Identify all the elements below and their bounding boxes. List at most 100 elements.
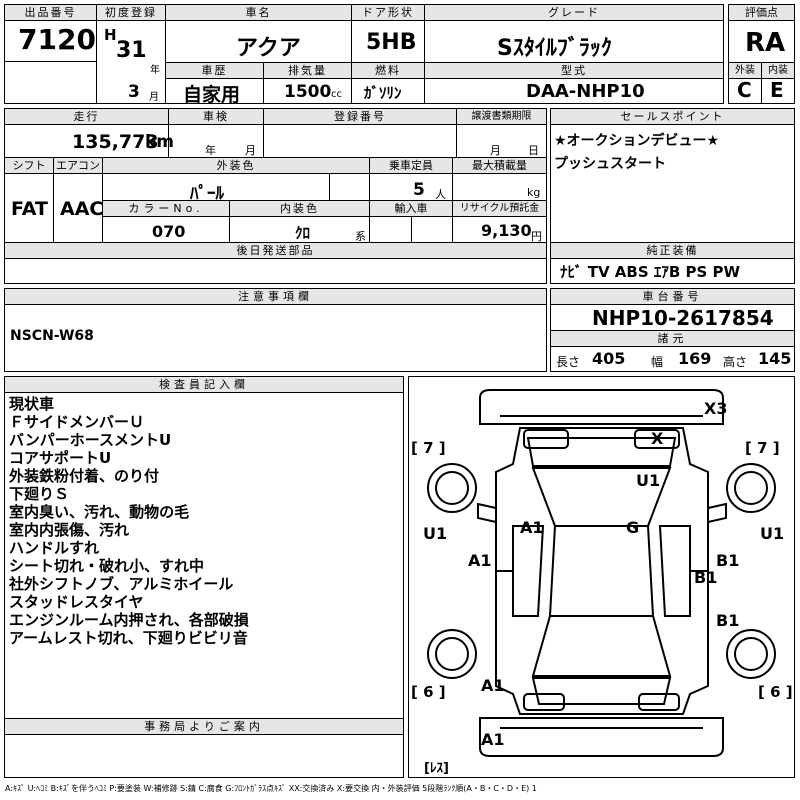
deadline-day-unit: 日: [528, 144, 539, 157]
dims-length-label: 長さ: [556, 355, 581, 369]
office-header: 事務局よりご案内: [5, 719, 403, 735]
diagram-mark-x: X: [651, 429, 664, 448]
deadline-month-unit: 月: [490, 144, 501, 157]
displacement-value: 1500: [284, 82, 332, 102]
capacity-unit: 人: [435, 188, 446, 201]
chassis-no-value: NHP10-2617854: [592, 306, 774, 330]
sales-point-box: [550, 108, 795, 284]
shift-header: シフト: [5, 158, 53, 174]
int-color-value: ｸﾛ: [295, 224, 311, 242]
inspection-year-unit: 年: [205, 144, 216, 157]
capacity-value: 5: [413, 180, 425, 200]
later-parts-header: 後日発送部品: [5, 243, 546, 259]
exterior-header: 外装: [729, 63, 761, 79]
lot-number: 7120: [18, 23, 96, 56]
grade-header: グレード: [425, 5, 723, 21]
sales-point-2: プッシュスタート: [554, 156, 666, 172]
diagram-mark-b1-right-top: B1: [716, 551, 740, 570]
car-name: アクア: [236, 36, 301, 61]
inspection-header: 車検: [169, 109, 263, 125]
diagram-mark-a1-left: A1: [468, 551, 492, 570]
note-line: 社外シフトノブ、アルミホイール: [9, 575, 234, 593]
score-box: [728, 4, 795, 104]
model-header: 型式: [425, 63, 723, 79]
int-color-unit: 系: [355, 230, 366, 243]
history-value: 自家用: [183, 84, 241, 106]
reg-no-header: 登録番号: [264, 109, 456, 125]
aircon-header: エアコン: [54, 158, 102, 174]
int-color-header: 内装色: [230, 201, 369, 217]
diagram-mark-a1-center: A1: [520, 518, 544, 537]
displacement-header: 排気量: [264, 63, 351, 79]
chassis-header: 車台番号: [551, 289, 794, 305]
model-value: DAA-NHP10: [526, 81, 645, 102]
cautions-value: NSCN-W68: [10, 328, 94, 344]
ext-color-header: 外装色: [103, 158, 369, 174]
recycle-unit: 円: [531, 230, 542, 243]
tyre-front-right: [ 7 ]: [745, 439, 780, 457]
mileage-value: 135,773: [72, 131, 159, 153]
diagram-mark-u1-left: U1: [423, 524, 448, 543]
inspector-notes: 現状車 ＦサイドメンバーＵ バンパーホースメントU コアサポートU 外装鉄粉付着…: [9, 395, 249, 647]
inspector-box: [4, 376, 404, 778]
diagram-mark-u1-right: U1: [760, 524, 785, 543]
door-type-header: ドア形状: [352, 5, 424, 21]
mileage-header: 走行: [5, 109, 168, 125]
equipment-value: ﾅﾋﾞ TV ABS ｴｱB PS PW: [560, 263, 741, 281]
dims-header: 諸元: [551, 331, 794, 347]
caution-box: [4, 288, 547, 372]
tyre-rear-left: [ 6 ]: [411, 683, 446, 701]
note-line: バンパーホースメントU: [9, 431, 172, 449]
note-line: 現状車: [9, 395, 55, 413]
diagram-mark-x3: X3: [704, 399, 728, 418]
note-line: エンジンルーム内押され、各部破損: [9, 611, 249, 629]
interior-header: 内装: [762, 63, 794, 79]
inspection-month-unit: 月: [245, 144, 256, 157]
note-line: アームレスト切れ、下廻りビビリ音: [9, 629, 248, 647]
exterior-grade: C: [737, 78, 752, 102]
dims-width-label: 幅: [651, 355, 664, 369]
header-info-box: [4, 4, 724, 104]
max-load-unit: kg: [527, 186, 541, 199]
recycle-fee-value: 9,130: [481, 221, 532, 240]
fuel-value: ｶﾞｿﾘﾝ: [364, 84, 402, 102]
equipment-header: 純正装備: [551, 243, 794, 259]
diagram-mark-a1-rear: A1: [481, 730, 505, 749]
year-unit: 年: [150, 65, 160, 76]
spare-tyre: [ﾚｽ]: [424, 761, 449, 776]
car-outline-diagram: [427, 389, 776, 757]
deadline-header: 譲渡書類期限: [457, 109, 546, 125]
note-line: 下廻りＳ: [9, 485, 70, 503]
grade-value: Sｽﾀｲﾙﾌﾞﾗｯｸ: [497, 36, 612, 61]
history-header: 車歴: [166, 63, 263, 79]
note-line: スタッドレスタイヤ: [9, 593, 144, 611]
diagram-mark-u1-hood: U1: [636, 471, 661, 490]
door-type: 5HB: [366, 30, 417, 55]
displacement-unit: cc: [331, 89, 342, 100]
diagram-mark-b1-right-mid: B1: [694, 568, 718, 587]
capacity-header: 乗車定員: [370, 158, 452, 174]
lot-no-header: 出品番号: [5, 5, 96, 21]
month-unit: 月: [149, 92, 159, 103]
diagram-mark-g: G: [626, 518, 640, 537]
cautions-header: 注意事項欄: [5, 289, 546, 305]
shift-value: FAT: [11, 198, 48, 220]
color-no-value: 070: [152, 222, 186, 241]
era-letter: H: [104, 26, 117, 44]
score-header: 評価点: [729, 5, 794, 21]
interior-grade: E: [770, 78, 784, 102]
aircon-value: AAC: [60, 198, 104, 220]
sales-point-1: ★オークションデビュー★: [554, 133, 720, 149]
max-load-header: 最大積載量: [453, 158, 546, 174]
vehicle-detail-box: [4, 108, 547, 284]
reg-month: 3: [128, 82, 140, 102]
import-header: 輸入車: [370, 201, 452, 217]
fuel-header: 燃料: [352, 63, 424, 79]
inspector-header: 検査員記入欄: [5, 377, 403, 393]
tyre-front-left: [ 7 ]: [411, 439, 446, 457]
dims-length-value: 405: [592, 349, 626, 368]
first-reg-header: 初度登録: [97, 5, 165, 21]
note-line: 室内内張傷、汚れ: [9, 521, 130, 539]
tyre-rear-right: [ 6 ]: [758, 683, 793, 701]
score-value: RA: [745, 28, 786, 58]
